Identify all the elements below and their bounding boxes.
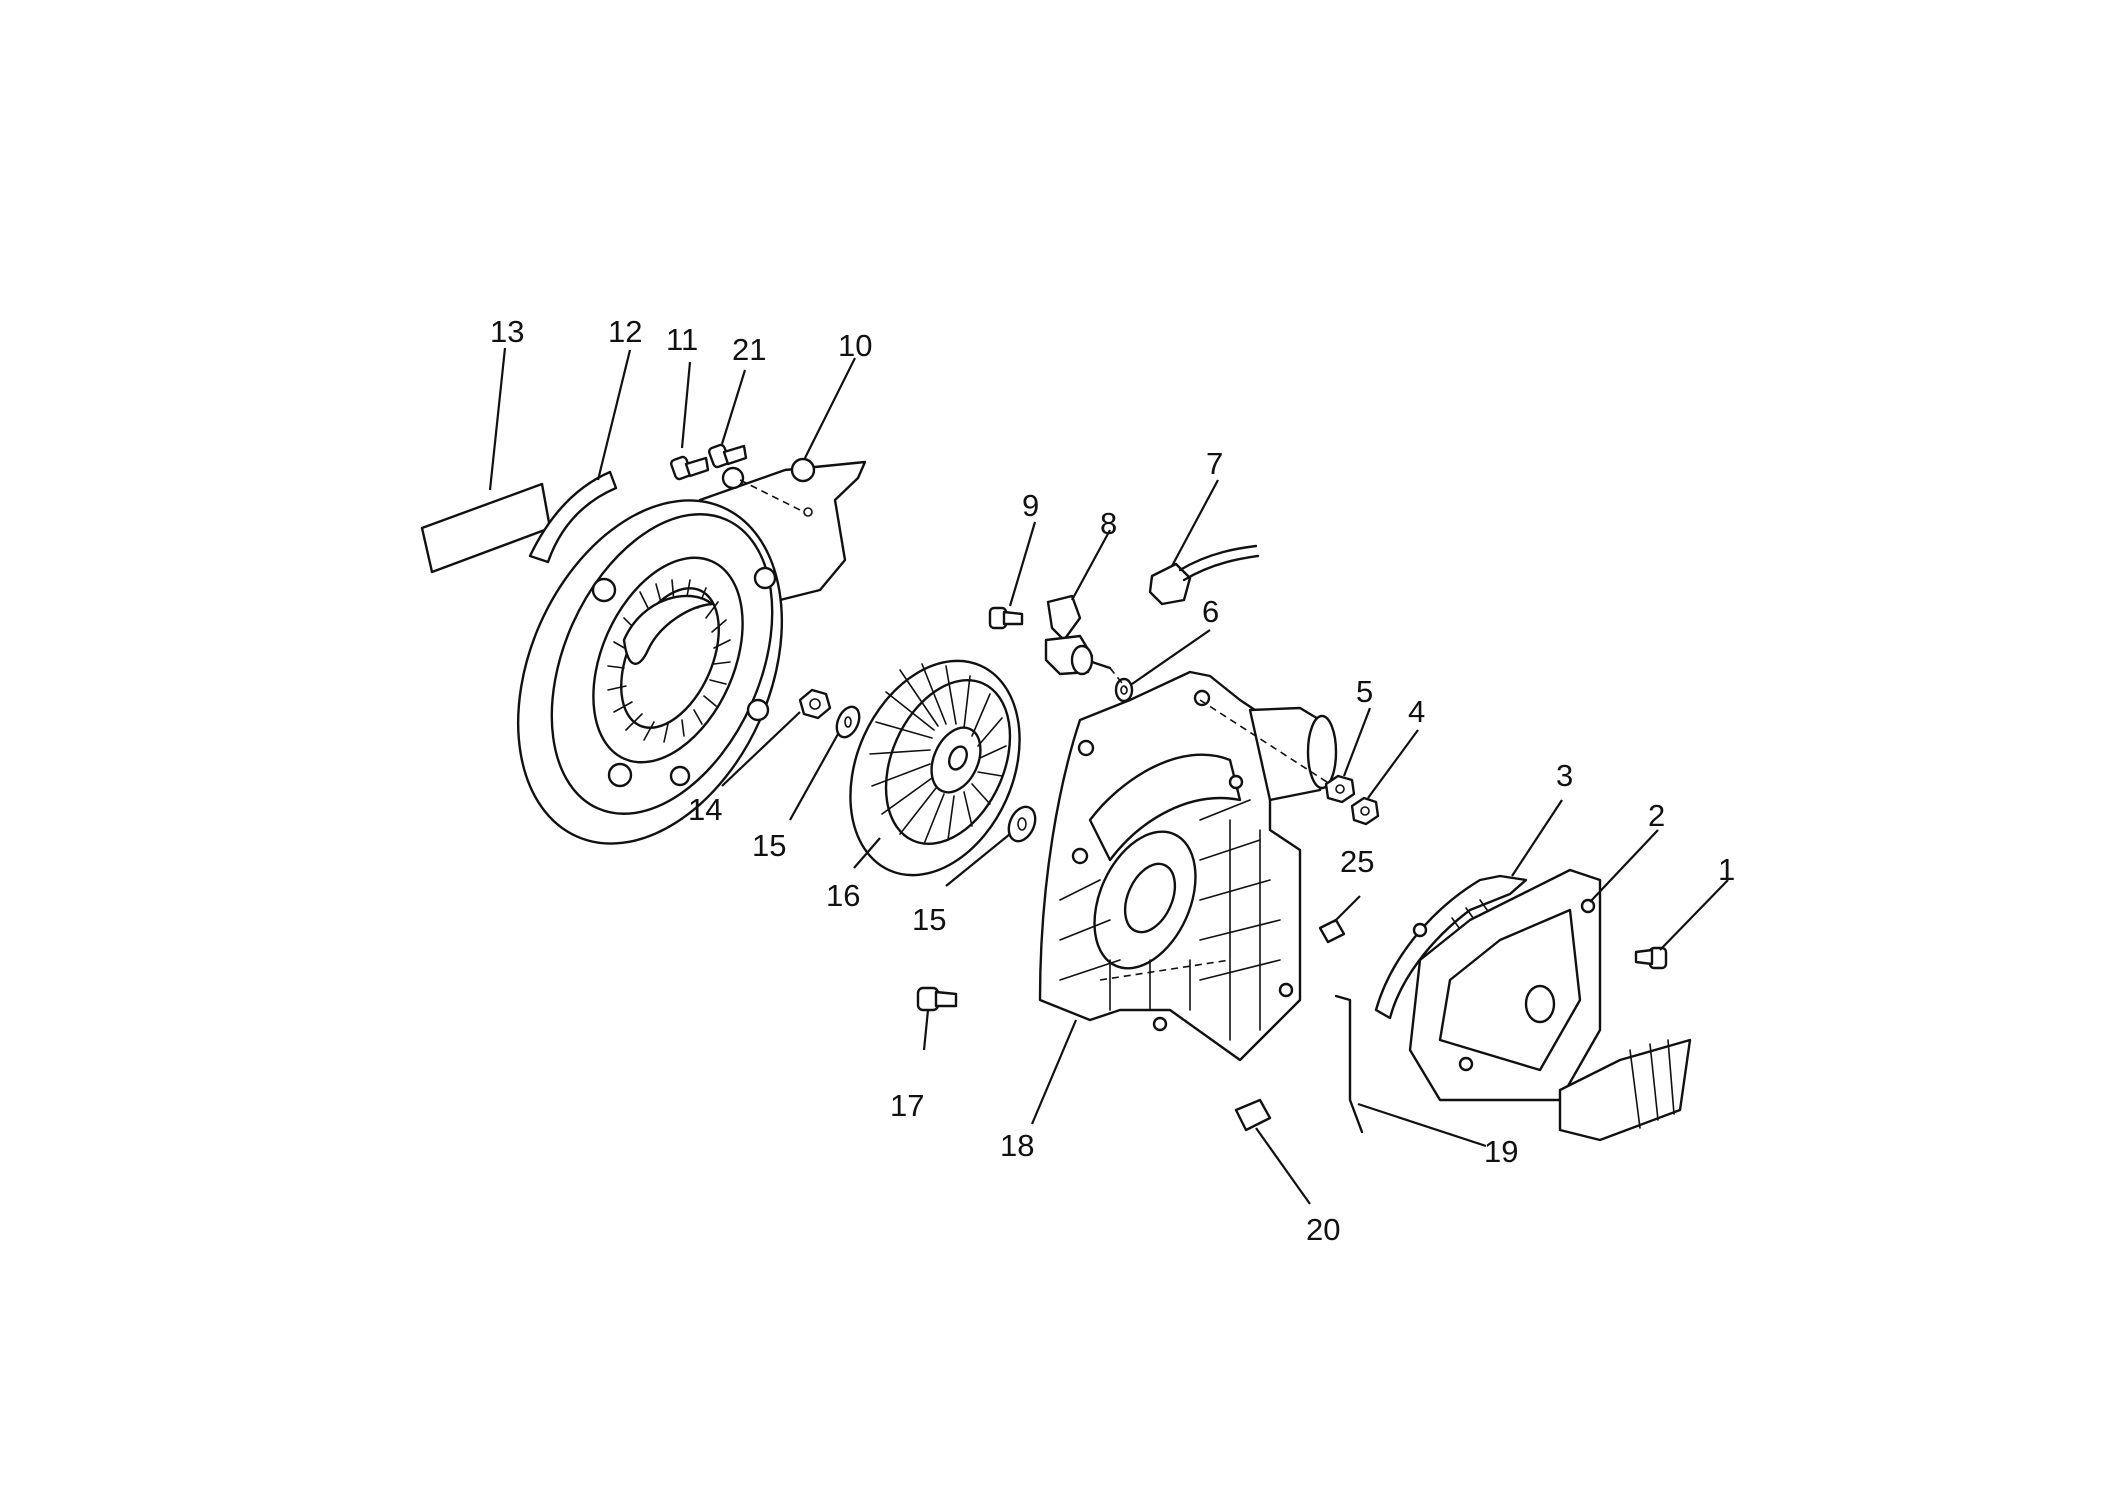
part-2-muffler bbox=[1408, 868, 1692, 1142]
part-5-nut bbox=[1324, 774, 1356, 804]
part-12-strip bbox=[528, 470, 618, 564]
part-9-screw bbox=[988, 606, 1024, 630]
part-15-washer-a bbox=[835, 705, 861, 739]
callout-10: 10 bbox=[838, 328, 872, 363]
callout-2: 2 bbox=[1648, 798, 1665, 833]
callout-7: 7 bbox=[1206, 446, 1223, 481]
callout-20: 20 bbox=[1306, 1212, 1340, 1247]
callout-4: 4 bbox=[1408, 694, 1425, 729]
part-16-flywheel bbox=[849, 659, 1021, 877]
callout-6: 6 bbox=[1202, 594, 1219, 629]
part-1-screw bbox=[1634, 946, 1668, 970]
part-14-nut bbox=[798, 688, 832, 720]
part-20-block bbox=[1234, 1098, 1272, 1132]
part-11-screw bbox=[669, 455, 710, 481]
part-8-ignition-coil bbox=[1044, 594, 1112, 676]
part-21-screw bbox=[707, 443, 748, 469]
callout-17: 17 bbox=[890, 1088, 924, 1123]
part-18-main-housing bbox=[1038, 670, 1338, 1062]
leader-lines bbox=[488, 347, 1729, 1205]
part-17-screw bbox=[916, 986, 958, 1012]
part-19-rod bbox=[1334, 994, 1364, 1134]
callout-1: 1 bbox=[1718, 852, 1735, 887]
part-3-shield bbox=[1374, 874, 1528, 1020]
callout-21: 21 bbox=[732, 332, 766, 367]
callout-15b: 15 bbox=[912, 902, 946, 937]
callout-16: 16 bbox=[826, 878, 860, 913]
part-6-washer bbox=[1114, 677, 1134, 703]
callout-labels: 13 12 11 21 10 9 8 7 6 5 4 3 2 1 25 14 1… bbox=[490, 314, 1735, 1247]
callout-14: 14 bbox=[688, 792, 722, 827]
part-7-plug-cap bbox=[1148, 544, 1260, 606]
callout-12: 12 bbox=[608, 314, 642, 349]
part-25-block bbox=[1318, 918, 1346, 944]
callout-13: 13 bbox=[490, 314, 524, 349]
part-10-fan-cover bbox=[516, 457, 867, 845]
alignment-lines bbox=[739, 479, 1331, 785]
callout-3: 3 bbox=[1556, 758, 1573, 793]
part-15-washer-b bbox=[1007, 805, 1037, 843]
callout-9: 9 bbox=[1022, 488, 1039, 523]
part-13-decal bbox=[420, 482, 552, 574]
callout-5: 5 bbox=[1356, 674, 1373, 709]
callout-8: 8 bbox=[1100, 506, 1117, 541]
part-4-nut bbox=[1350, 796, 1380, 826]
callout-11: 11 bbox=[666, 322, 698, 357]
callout-25: 25 bbox=[1340, 844, 1374, 879]
callout-18: 18 bbox=[1000, 1128, 1034, 1163]
callout-15a: 15 bbox=[752, 828, 786, 863]
callout-19: 19 bbox=[1484, 1134, 1518, 1169]
